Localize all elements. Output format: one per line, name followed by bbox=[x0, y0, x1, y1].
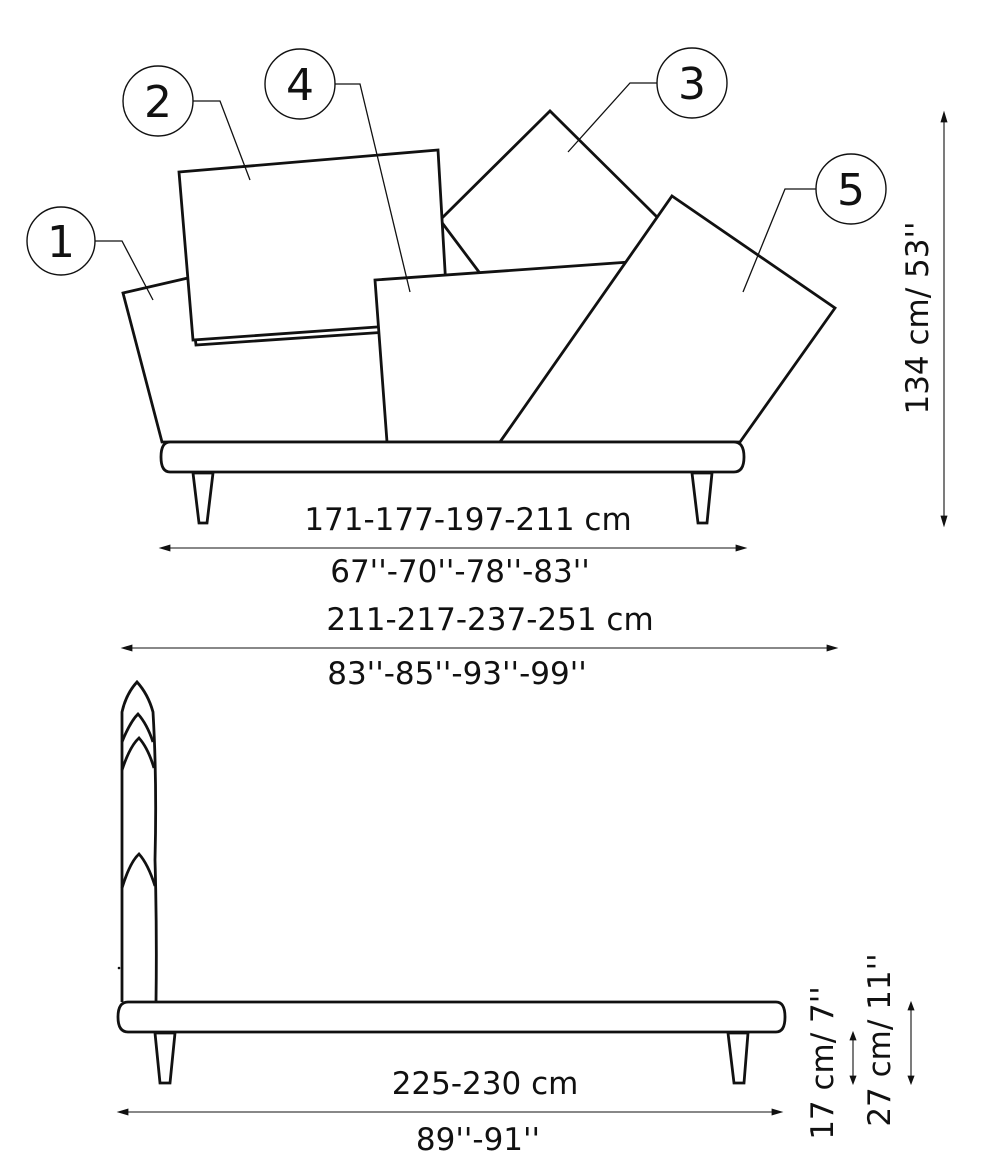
headboard-profile bbox=[120, 679, 158, 1003]
front-leg-left bbox=[191, 471, 215, 525]
bed-base bbox=[159, 440, 746, 474]
pillow-5 bbox=[497, 194, 837, 444]
pillow-profile-1 bbox=[120, 711, 155, 743]
side-base bbox=[116, 1000, 787, 1034]
front-leg-right bbox=[690, 471, 714, 525]
callout-5: 5 bbox=[815, 153, 887, 225]
callout-1: 1 bbox=[26, 206, 96, 276]
side-leg-left bbox=[153, 1031, 177, 1085]
leader-5 bbox=[742, 188, 817, 293]
frame-width-cm: 171-177-197-211 cm bbox=[304, 502, 631, 538]
length-inches: 89''-91'' bbox=[416, 1122, 540, 1158]
svg-text:3: 3 bbox=[678, 59, 706, 110]
side-view: 225-230 cm 89''-91'' 17 cm/ 7'' 27 cm/ 1… bbox=[116, 679, 915, 1158]
svg-text:1: 1 bbox=[47, 217, 75, 268]
mark-dot bbox=[117, 966, 121, 970]
callout-4: 4 bbox=[264, 48, 336, 120]
leader-2 bbox=[193, 100, 251, 181]
leader-4 bbox=[335, 83, 411, 293]
pillow-profile-2 bbox=[120, 736, 156, 771]
frame-width-inches: 67''-70''-78''-83'' bbox=[330, 554, 590, 590]
overall-width-cm: 211-217-237-251 cm bbox=[326, 602, 653, 638]
height-label: 134 cm/ 53'' bbox=[900, 221, 936, 414]
leader-3 bbox=[567, 82, 658, 153]
total-height-label: 27 cm/ 11'' bbox=[862, 953, 898, 1126]
front-view: 1 2 4 3 5 134 cm/ 53'' 171-177-197-211 c… bbox=[26, 47, 948, 692]
frame-height-label: 17 cm/ 7'' bbox=[805, 986, 841, 1140]
pillow-profile-3 bbox=[120, 852, 157, 889]
callout-2: 2 bbox=[122, 65, 194, 137]
callout-3: 3 bbox=[656, 47, 728, 119]
leader-1 bbox=[95, 240, 154, 301]
svg-text:4: 4 bbox=[286, 60, 314, 111]
overall-width-inches: 83''-85''-93''-99'' bbox=[327, 656, 587, 692]
svg-text:2: 2 bbox=[144, 77, 172, 128]
side-leg-right bbox=[726, 1031, 750, 1085]
length-cm: 225-230 cm bbox=[392, 1066, 579, 1102]
svg-text:5: 5 bbox=[837, 165, 865, 216]
